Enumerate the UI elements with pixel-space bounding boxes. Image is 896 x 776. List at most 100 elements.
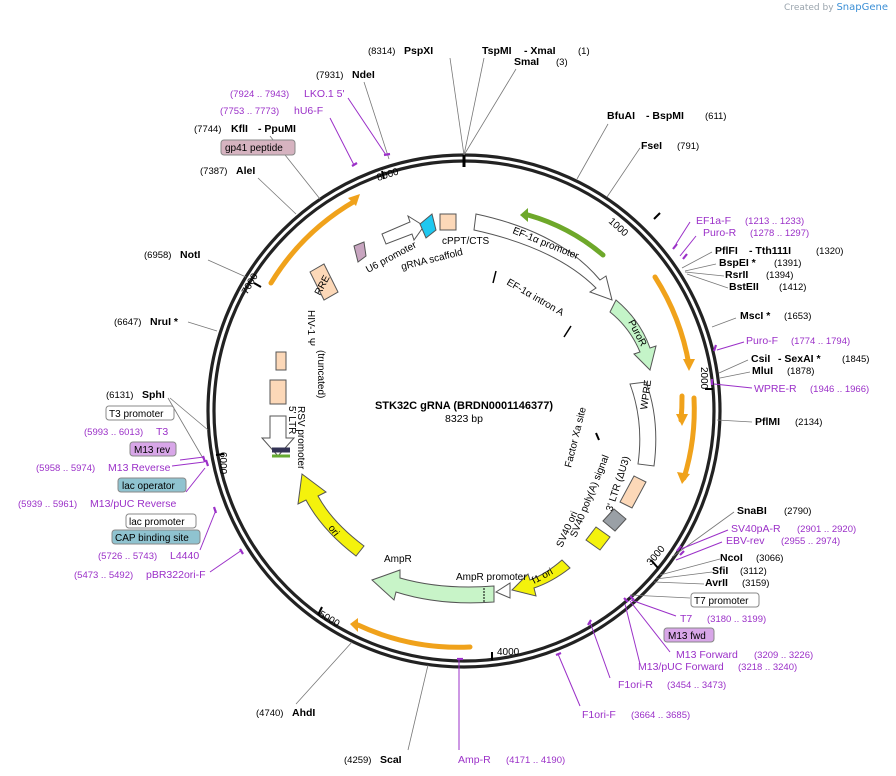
primer-name: hU6-F [294, 105, 323, 117]
orf-arc [652, 274, 692, 368]
primer-ebv: EBV-rev (2955 .. 2974) [726, 535, 840, 547]
primer-pos: (1774 .. 1794) [791, 336, 850, 347]
enzyme-name: BspEI * [719, 257, 757, 269]
enzyme-kfli: (7744) KflI - PpuMI [194, 123, 296, 135]
orf-arc [681, 395, 697, 481]
orf-arc [355, 622, 473, 650]
sv40ori-box [585, 526, 611, 551]
intron-mark-end [563, 325, 572, 338]
box-text: CAP binding site [115, 533, 189, 544]
enzyme-sphi: (6131) SphI [106, 389, 165, 401]
box-t3-promoter: T3 promoter [105, 405, 175, 421]
enzyme-pos: (1653) [784, 311, 811, 322]
enzyme-pspxi: (8314) PspXI [368, 45, 433, 57]
primer-ampr: Amp-R (4171 .. 4190) [458, 754, 565, 766]
primer-lko: (7924 .. 7943) LKO.1 5' [230, 88, 345, 100]
box-bg [663, 627, 715, 643]
primer-pos: (1278 .. 1297) [750, 228, 809, 239]
box-bg [125, 513, 197, 529]
enzyme-noti: (6958) NotI [144, 249, 200, 261]
hiv-psi-box [275, 351, 287, 371]
ef1a-promoter-arrow [473, 213, 613, 301]
snapgene-brand: Created by SnapGene [784, 2, 888, 13]
enzyme-name: RsrII [725, 269, 748, 281]
enzyme-name: BstEII [729, 281, 759, 293]
primer-m13puc: M13/pUC Forward (3218 .. 3240) [638, 661, 797, 673]
primer-f1orif: F1ori-F (3664 .. 3685) [582, 709, 690, 721]
primer-name: Puro-F [746, 335, 778, 347]
enzyme-rsrii: RsrII (1394) [725, 269, 793, 281]
orf-arc [268, 198, 358, 286]
enzyme-msci: MscI * (1653) [740, 310, 811, 322]
hiv-truncated-label: (truncated) [315, 350, 326, 398]
primer-purof: Puro-F (1774 .. 1794) [746, 335, 850, 347]
primer-name: Puro-R [703, 227, 737, 239]
plasmid-name: STK32C gRNA (BRDN0001146377) [375, 400, 553, 412]
enzyme-name: KflI [231, 123, 248, 135]
box-text: lac operator [122, 481, 175, 492]
f1ori-arrow [511, 559, 571, 597]
grna-scaffold-box [419, 213, 437, 239]
enzyme-pos: (791) [677, 141, 699, 152]
enzyme-name: MluI [752, 365, 773, 377]
enzyme-snabi: SnaBI (2790) [737, 505, 811, 517]
primer-name: F1ori-F [582, 709, 616, 721]
enzyme-pos: (3) [556, 57, 568, 68]
enzyme-pos: (3066) [756, 553, 783, 564]
primer-pos: (5473 .. 5492) [74, 570, 133, 581]
primer-l4440: (5726 .. 5743) L4440 [98, 550, 199, 562]
box-text: M13 fwd [668, 631, 706, 642]
enzyme-name: SfiI [712, 565, 728, 577]
primer-name: M13/pUC Forward [638, 661, 724, 673]
primer-pos: (7924 .. 7943) [230, 89, 289, 100]
enzyme-pos: (1845) [842, 354, 869, 365]
enzyme-name-2: - XmaI [524, 45, 556, 57]
box-t7-promoter: T7 promoter [690, 592, 760, 608]
box-text: T3 promoter [109, 409, 164, 420]
box-bg [111, 529, 201, 545]
sv40pa-box [602, 508, 627, 532]
enzyme-name: NotI [180, 249, 200, 261]
gp41-feature [353, 241, 367, 263]
enzyme-pos: (1391) [774, 258, 801, 269]
rsv-promoter-label: RSV promoter [295, 406, 306, 470]
enzyme-name-2: - Tth111I [749, 245, 791, 257]
primer-name: M13 Forward [676, 649, 738, 661]
enzyme-nrui: (6647) NruI * [114, 316, 179, 328]
enzyme-name: FseI [641, 140, 662, 152]
rre-box [309, 263, 339, 301]
primer-ef1a: EF1a-F (1213 .. 1233) [696, 215, 804, 227]
cppt-box [439, 213, 457, 231]
enzyme-pos: (7387) [200, 166, 227, 177]
primer-pos: (3180 .. 3199) [707, 614, 766, 625]
box-bg [220, 139, 296, 156]
primer-pos: (5958 .. 5974) [36, 463, 95, 474]
enzyme-name: AvrII [705, 577, 728, 589]
sv40pa-label: SV40 poly(A) signal [569, 454, 612, 540]
primer-name: EBV-rev [726, 535, 765, 547]
primer-m13rev: (5958 .. 5974) M13 Reverse [36, 462, 171, 474]
box-lac-promoter: lac promoter [125, 513, 197, 529]
primer-name: T7 [680, 613, 692, 625]
enzyme-avrii: AvrII (3159) [705, 577, 769, 589]
primer-name: M13 Reverse [108, 462, 171, 474]
enzyme-name: SnaBI [737, 505, 767, 517]
ori-label: ori [326, 523, 342, 539]
box-text: gp41 peptide [225, 143, 283, 154]
primer-name: WPRE-R [754, 383, 797, 395]
tick-3000: 3000 [645, 543, 668, 567]
cppt-label: cPPT/CTS [442, 236, 490, 247]
enzyme-alei: (7387) AleI [200, 165, 255, 177]
rsv-promoter-arrow [260, 415, 296, 457]
primer-pos: (5993 .. 6013) [84, 427, 143, 438]
ampr-promoter-label: AmpR promoter [456, 572, 527, 583]
enzyme-pos: (2790) [784, 506, 811, 517]
tick-4000: 4000 [497, 647, 520, 658]
box-cap-site: CAP binding site [111, 529, 201, 545]
ltr3-box [619, 475, 647, 509]
enzyme-name: MscI * [740, 310, 771, 322]
enzyme-name: PflMI [755, 416, 780, 428]
enzyme-pos: (3159) [742, 578, 769, 589]
enzyme-fsei: FseI (791) [641, 140, 699, 152]
puror-arrow [609, 299, 657, 371]
